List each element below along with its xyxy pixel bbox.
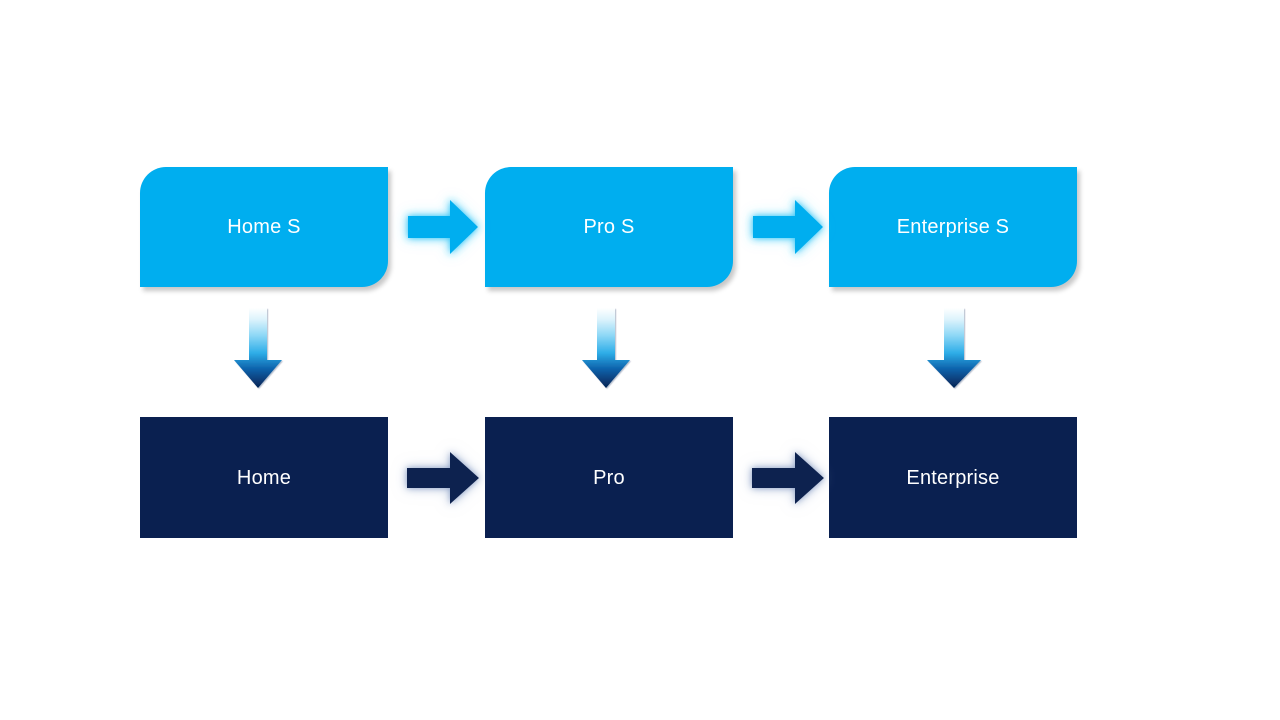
tier-box-pro-service[interactable]: Pro S [485, 167, 733, 287]
tier-box-enterprise[interactable]: Enterprise [829, 417, 1077, 538]
tier-label: Home S [227, 216, 301, 238]
tier-label: Enterprise [906, 466, 1000, 489]
arrow-right-icon-home-to-pro [404, 447, 482, 509]
tier-label: Pro S [583, 216, 635, 238]
arrow-right-icon-pro-to-enterprise-service [751, 196, 825, 258]
arrow-right-icon-pro-to-enterprise [749, 447, 827, 509]
tier-box-home[interactable]: Home [140, 417, 388, 538]
arrow-down-icon-pro-service-to-pro [580, 308, 632, 390]
arrow-down-icon-home-service-to-home [232, 308, 284, 390]
arrow-down-icon-enterprise-service-to-enterprise [925, 308, 983, 390]
arrow-right-icon-home-to-pro-service [406, 196, 480, 258]
tier-label: Home [236, 466, 292, 489]
tier-label: Pro [593, 466, 625, 489]
tier-box-pro[interactable]: Pro [485, 417, 733, 538]
tier-box-home-service[interactable]: Home S [140, 167, 388, 287]
tier-box-enterprise-service[interactable]: Enterprise S [829, 167, 1077, 287]
tier-label: Enterprise S [896, 216, 1010, 238]
